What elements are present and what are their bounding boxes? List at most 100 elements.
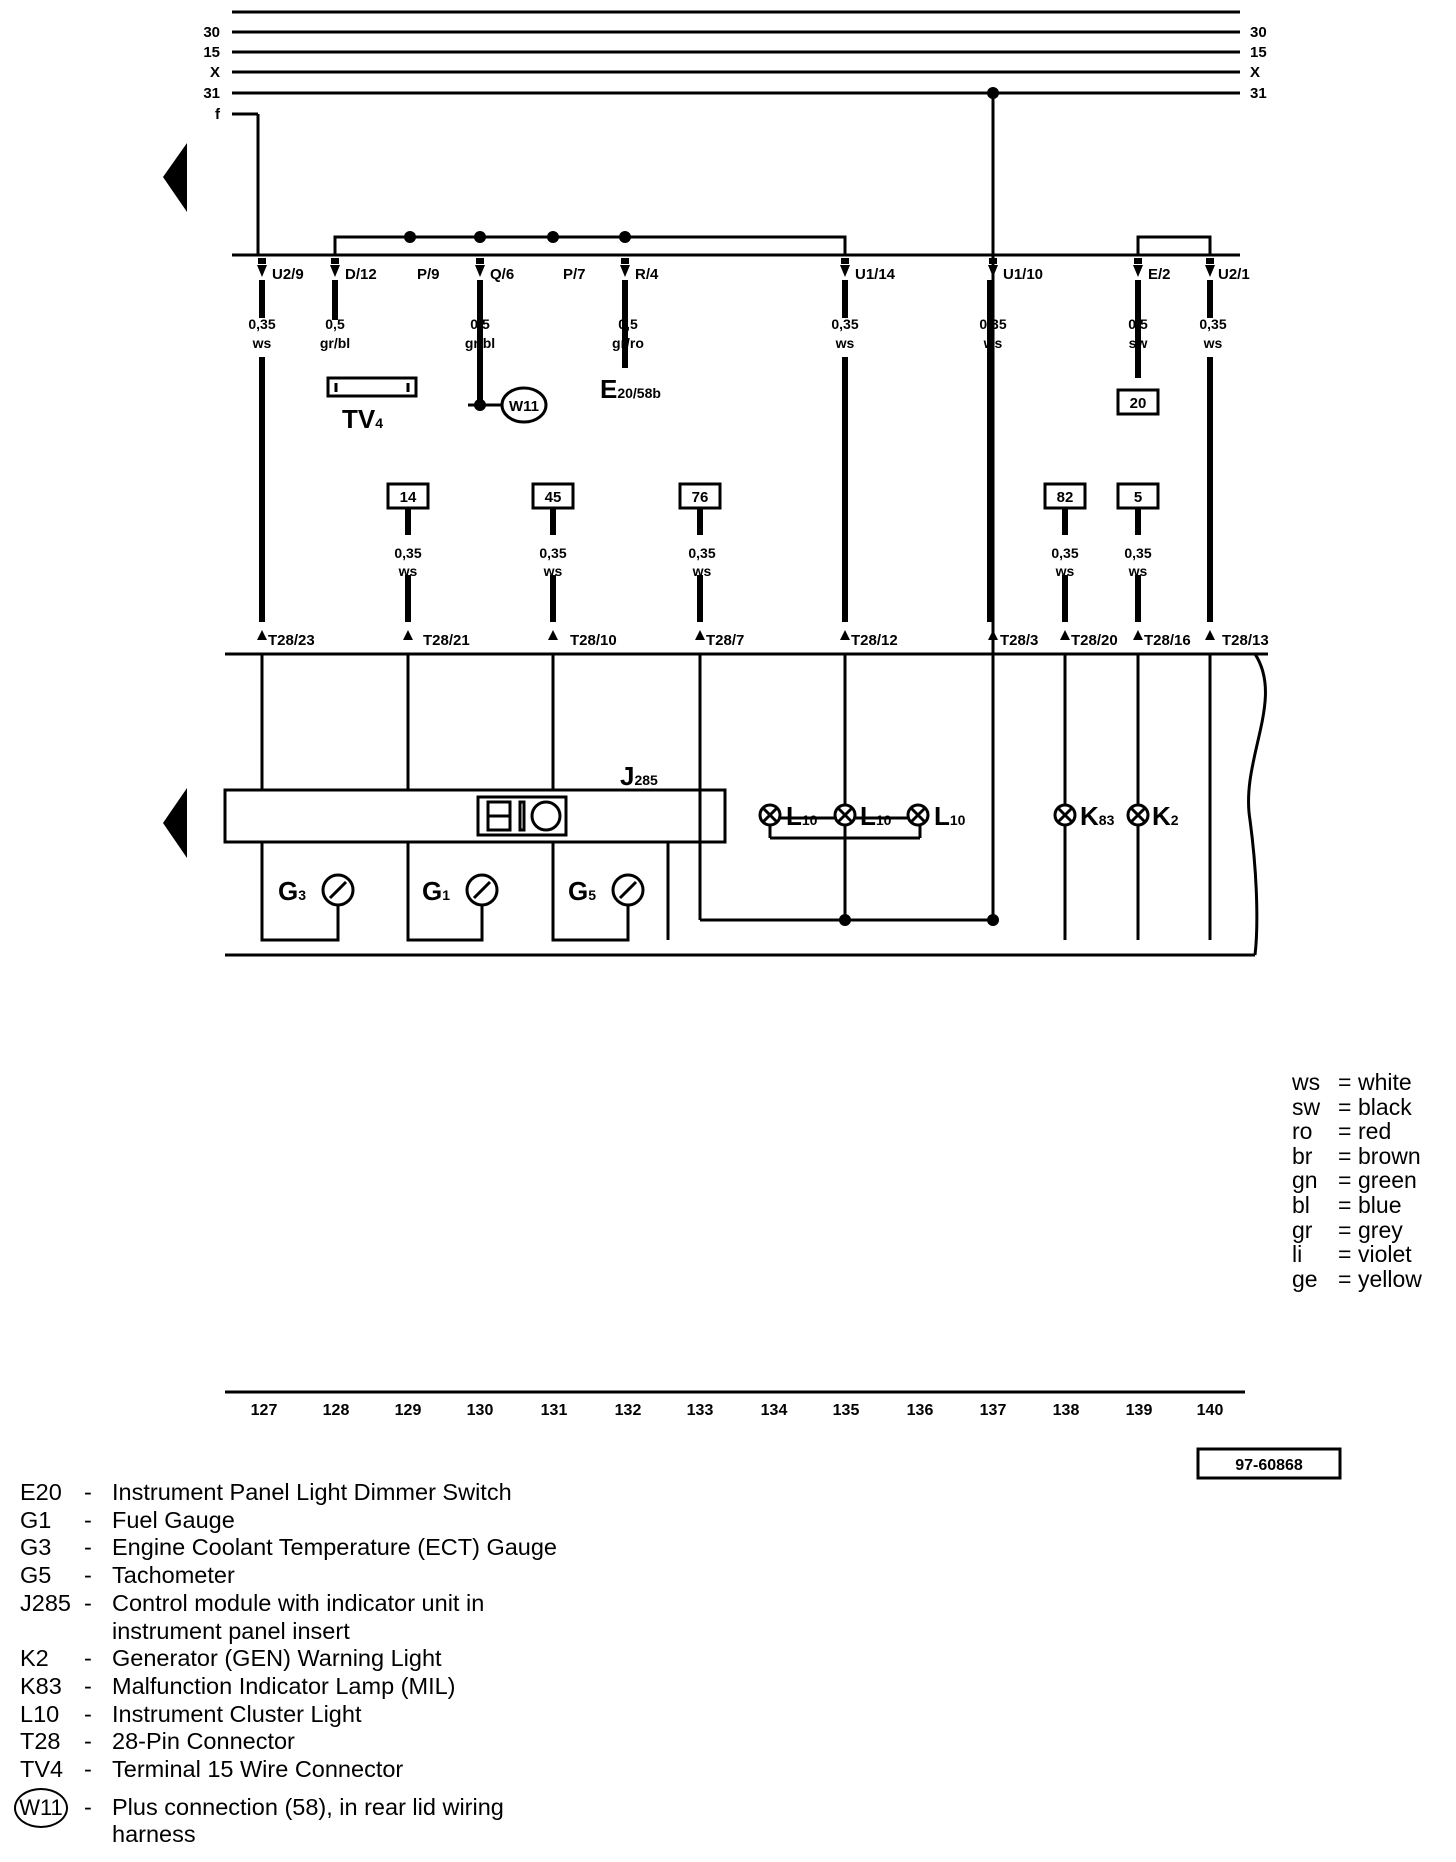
legend-row: K83-Malfunction Indicator Lamp (MIL): [20, 1673, 660, 1701]
track-number: 131: [541, 1402, 568, 1419]
color-name: grey: [1358, 1216, 1403, 1243]
wire-color: ws: [252, 335, 272, 351]
wire-color-key: ws=white sw=black ro=red br=brown gn=gre…: [1292, 1070, 1452, 1291]
track-number: 135: [833, 1402, 860, 1419]
t28-pin-label: T28/23: [268, 632, 315, 649]
wire-gauge: 0,35: [1199, 316, 1226, 332]
bus-label-30-right: 30: [1250, 24, 1267, 41]
legend-desc: Generator (GEN) Warning Light: [112, 1645, 442, 1672]
color-name: brown: [1358, 1142, 1421, 1169]
connector-label: P/7: [563, 266, 586, 283]
page-arrow-top: [163, 143, 187, 212]
color-code: ge: [1292, 1265, 1318, 1292]
wire-gauge: 0,35: [688, 545, 715, 561]
t28-pin-label: T28/10: [570, 632, 617, 649]
instrument-panel-outline: [225, 652, 1268, 957]
tv4-label: TV4: [342, 404, 383, 434]
legend-row: G1-Fuel Gauge: [20, 1507, 660, 1535]
legend-row: G5-Tachometer: [20, 1562, 660, 1590]
connector-pins-t28: [257, 630, 1215, 640]
legend-code: J285: [20, 1589, 71, 1616]
t28-pin-label: T28/12: [851, 632, 898, 649]
color-key-row: ro=red: [1292, 1118, 1392, 1145]
ref-box-20: 20: [1130, 395, 1147, 412]
track-number: 130: [467, 1402, 494, 1419]
wire-color: ws: [692, 563, 712, 579]
bus-label-x-left: X: [210, 64, 220, 81]
ref-box-frames: [386, 388, 1160, 510]
ref-box-14: 14: [400, 489, 417, 506]
wire-gauge: 0,5: [1128, 316, 1148, 332]
connector-label: U1/10: [1003, 266, 1043, 283]
lamp-l10-label: L10: [934, 801, 966, 831]
track-number: 129: [395, 1402, 422, 1419]
e20-label: E20/58b: [600, 374, 661, 404]
wire-color: gr/ro: [612, 335, 644, 351]
color-code: gn: [1292, 1167, 1318, 1194]
color-code: br: [1292, 1142, 1313, 1169]
junction-dots: [404, 87, 999, 926]
connector-label: D/12: [345, 266, 377, 283]
ref-box-76: 76: [692, 489, 709, 506]
color-key-row: gr=grey: [1292, 1216, 1403, 1243]
bus-label-31-right: 31: [1250, 85, 1267, 102]
color-code: gr: [1292, 1216, 1313, 1243]
color-key-row: sw=black: [1292, 1093, 1412, 1120]
wire-color: ws: [835, 335, 855, 351]
wire-gauge: 0,35: [1051, 545, 1078, 561]
wire-gauge: 0,35: [831, 316, 858, 332]
legend-code: TV4: [20, 1756, 64, 1783]
ref-box-labels: 14 45 76 82 5 20: [400, 395, 1147, 506]
legend-code: K2: [20, 1645, 49, 1672]
wire-gauge: 0,5: [470, 316, 490, 332]
legend-desc: Malfunction Indicator Lamp (MIL): [112, 1672, 456, 1699]
color-name: red: [1358, 1118, 1392, 1145]
diagram-id-frame: [1196, 1447, 1342, 1480]
color-code: li: [1292, 1241, 1303, 1268]
legend-desc: Control module with indicator unit in in…: [112, 1589, 485, 1644]
wire-gauge: 0,35: [539, 545, 566, 561]
lamp-k2-label: K2: [1152, 801, 1179, 831]
color-name: green: [1358, 1167, 1417, 1194]
track-number: 136: [907, 1402, 934, 1419]
t28-pin-label: T28/16: [1144, 632, 1191, 649]
legend-desc: Instrument Cluster Light: [112, 1700, 362, 1727]
wire-gauge: 0,35: [248, 316, 275, 332]
legend-code: L10: [20, 1700, 60, 1727]
legend-row-w11: W11 - Plus connection (58), in rear lid …: [14, 1787, 660, 1849]
wire-gauge: 0,35: [1124, 545, 1151, 561]
lamp-k83-label: K83: [1080, 801, 1115, 831]
color-name: yellow: [1358, 1265, 1422, 1292]
connector-label: P/9: [417, 266, 440, 283]
t28-pin-labels: T28/23 T28/21 T28/10 T28/7 T28/12 T28/3 …: [268, 632, 1269, 649]
wire-color: gr/bl: [465, 335, 495, 351]
connector-label: U2/1: [1218, 266, 1250, 283]
wire-gauge: 0,5: [325, 316, 345, 332]
gauge-symbols: [321, 873, 645, 907]
lamp-symbols: [758, 803, 1150, 827]
component-legend: E20-Instrument Panel Light Dimmer Switch…: [14, 1479, 660, 1849]
legend-desc: Engine Coolant Temperature (ECT) Gauge: [112, 1534, 557, 1561]
bus-label-f: f: [215, 106, 221, 123]
color-key-row: ge=yellow: [1292, 1265, 1422, 1292]
legend-row: K2-Generator (GEN) Warning Light: [20, 1645, 660, 1673]
bus-label-15-left: 15: [203, 44, 220, 61]
connector-label: R/4: [635, 266, 659, 283]
color-key-row: br=brown: [1292, 1142, 1421, 1169]
gauge-g3-label: G3: [278, 876, 306, 906]
track-number: 133: [687, 1402, 714, 1419]
legend-row: L10-Instrument Cluster Light: [20, 1701, 660, 1729]
wire-color: ws: [1055, 563, 1075, 579]
wire-gauge: 0,5: [618, 316, 638, 332]
track-number: 140: [1197, 1402, 1224, 1419]
wire-labels-mid: 0,35 ws 0,35 ws 0,35 ws 0,35 ws 0,35 ws: [394, 545, 1151, 579]
j285-label: J285: [620, 761, 658, 791]
wire-color: ws: [1128, 563, 1148, 579]
upper-wires: [259, 280, 1213, 622]
t28-pin-label: T28/20: [1071, 632, 1118, 649]
w11-symbol: W11: [500, 386, 548, 424]
legend-code: G1: [20, 1506, 52, 1533]
wire-color: sw: [1129, 335, 1148, 351]
connector-label: U2/9: [272, 266, 304, 283]
bridge-wires: [333, 235, 1212, 255]
